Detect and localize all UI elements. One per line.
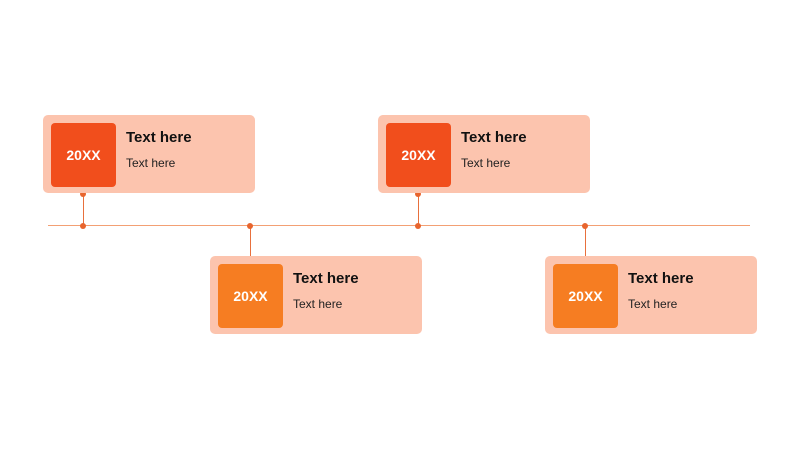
event-card-3: 20XX Text here Text here [378, 115, 590, 193]
connector-dot-top-1 [80, 191, 86, 197]
event-title: Text here [293, 270, 359, 287]
event-title: Text here [628, 270, 694, 287]
event-body: Text here [628, 297, 678, 311]
axis-dot-2 [247, 223, 253, 229]
connector-4 [585, 226, 586, 257]
connector-2 [250, 226, 251, 257]
event-card-4: 20XX Text here Text here [545, 256, 757, 334]
event-title: Text here [126, 129, 192, 146]
axis-dot-3 [415, 223, 421, 229]
year-box: 20XX [51, 123, 116, 187]
event-title: Text here [461, 129, 527, 146]
axis-dot-4 [582, 223, 588, 229]
event-card-1: 20XX Text here Text here [43, 115, 255, 193]
event-card-2: 20XX Text here Text here [210, 256, 422, 334]
year-box: 20XX [386, 123, 451, 187]
axis-dot-1 [80, 223, 86, 229]
event-body: Text here [461, 156, 511, 170]
connector-dot-top-3 [415, 191, 421, 197]
connector-3 [418, 193, 419, 226]
connector-1 [83, 193, 84, 226]
year-box: 20XX [553, 264, 618, 328]
event-body: Text here [293, 297, 343, 311]
timeline-axis [48, 225, 750, 226]
event-body: Text here [126, 156, 176, 170]
year-box: 20XX [218, 264, 283, 328]
